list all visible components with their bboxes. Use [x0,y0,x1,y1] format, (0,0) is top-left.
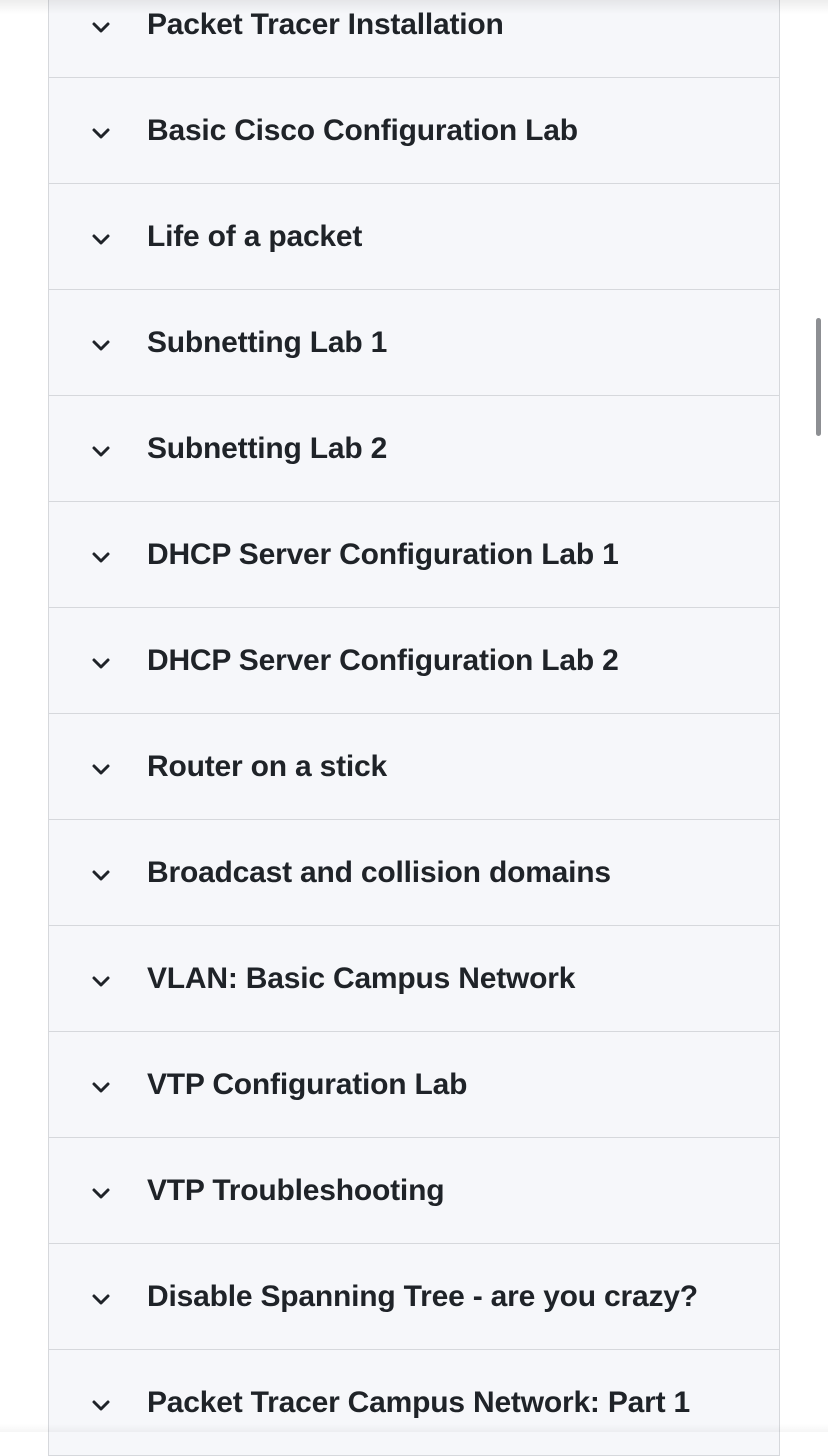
chevron-down-icon [91,233,111,247]
accordion-item-label: VLAN: Basic Campus Network [147,962,575,996]
accordion-item-packet-tracer-installation[interactable]: Packet Tracer Installation [49,0,779,78]
accordion-item-label: VTP Troubleshooting [147,1174,444,1208]
accordion-item-label: VTP Configuration Lab [147,1068,467,1102]
accordion-item-broadcast-and-collision-domains[interactable]: Broadcast and collision domains [49,820,779,926]
accordion-item-label: Packet Tracer Installation [147,8,504,42]
chevron-down-icon [91,975,111,989]
accordion-item-label: Subnetting Lab 2 [147,432,387,466]
lab-accordion-list: Packet Tracer Installation Basic Cisco C… [48,0,780,1456]
chevron-down-icon [91,21,111,35]
chevron-down-icon [91,445,111,459]
accordion-item-label: Disable Spanning Tree - are you crazy? [147,1280,698,1314]
chevron-down-icon [91,657,111,671]
accordion-item-label: DHCP Server Configuration Lab 2 [147,644,619,678]
accordion-item-label: Life of a packet [147,220,362,254]
vertical-scrollbar-thumb[interactable] [816,318,821,436]
accordion-item-label: Basic Cisco Configuration Lab [147,114,578,148]
accordion-item-subnetting-lab-2[interactable]: Subnetting Lab 2 [49,396,779,502]
chevron-down-icon [91,763,111,777]
chevron-down-icon [91,1187,111,1201]
accordion-item-dhcp-server-configuration-lab-2[interactable]: DHCP Server Configuration Lab 2 [49,608,779,714]
accordion-item-label: Broadcast and collision domains [147,856,611,890]
accordion-item-life-of-a-packet[interactable]: Life of a packet [49,184,779,290]
accordion-item-vtp-troubleshooting[interactable]: VTP Troubleshooting [49,1138,779,1244]
chevron-down-icon [91,869,111,883]
accordion-item-vtp-configuration-lab[interactable]: VTP Configuration Lab [49,1032,779,1138]
accordion-item-packet-tracer-campus-network-part-1[interactable]: Packet Tracer Campus Network: Part 1 [49,1350,779,1456]
accordion-item-label: Packet Tracer Campus Network: Part 1 [147,1386,690,1420]
accordion-item-basic-cisco-configuration-lab[interactable]: Basic Cisco Configuration Lab [49,78,779,184]
accordion-item-label: DHCP Server Configuration Lab 1 [147,538,619,572]
chevron-down-icon [91,1081,111,1095]
accordion-item-label: Subnetting Lab 1 [147,326,387,360]
chevron-down-icon [91,127,111,141]
accordion-item-label: Router on a stick [147,750,387,784]
chevron-down-icon [91,551,111,565]
chevron-down-icon [91,1399,111,1413]
accordion-item-dhcp-server-configuration-lab-1[interactable]: DHCP Server Configuration Lab 1 [49,502,779,608]
accordion-item-router-on-a-stick[interactable]: Router on a stick [49,714,779,820]
accordion-item-subnetting-lab-1[interactable]: Subnetting Lab 1 [49,290,779,396]
chevron-down-icon [91,339,111,353]
chevron-down-icon [91,1293,111,1307]
accordion-item-vlan-basic-campus-network[interactable]: VLAN: Basic Campus Network [49,926,779,1032]
accordion-item-disable-spanning-tree[interactable]: Disable Spanning Tree - are you crazy? [49,1244,779,1350]
